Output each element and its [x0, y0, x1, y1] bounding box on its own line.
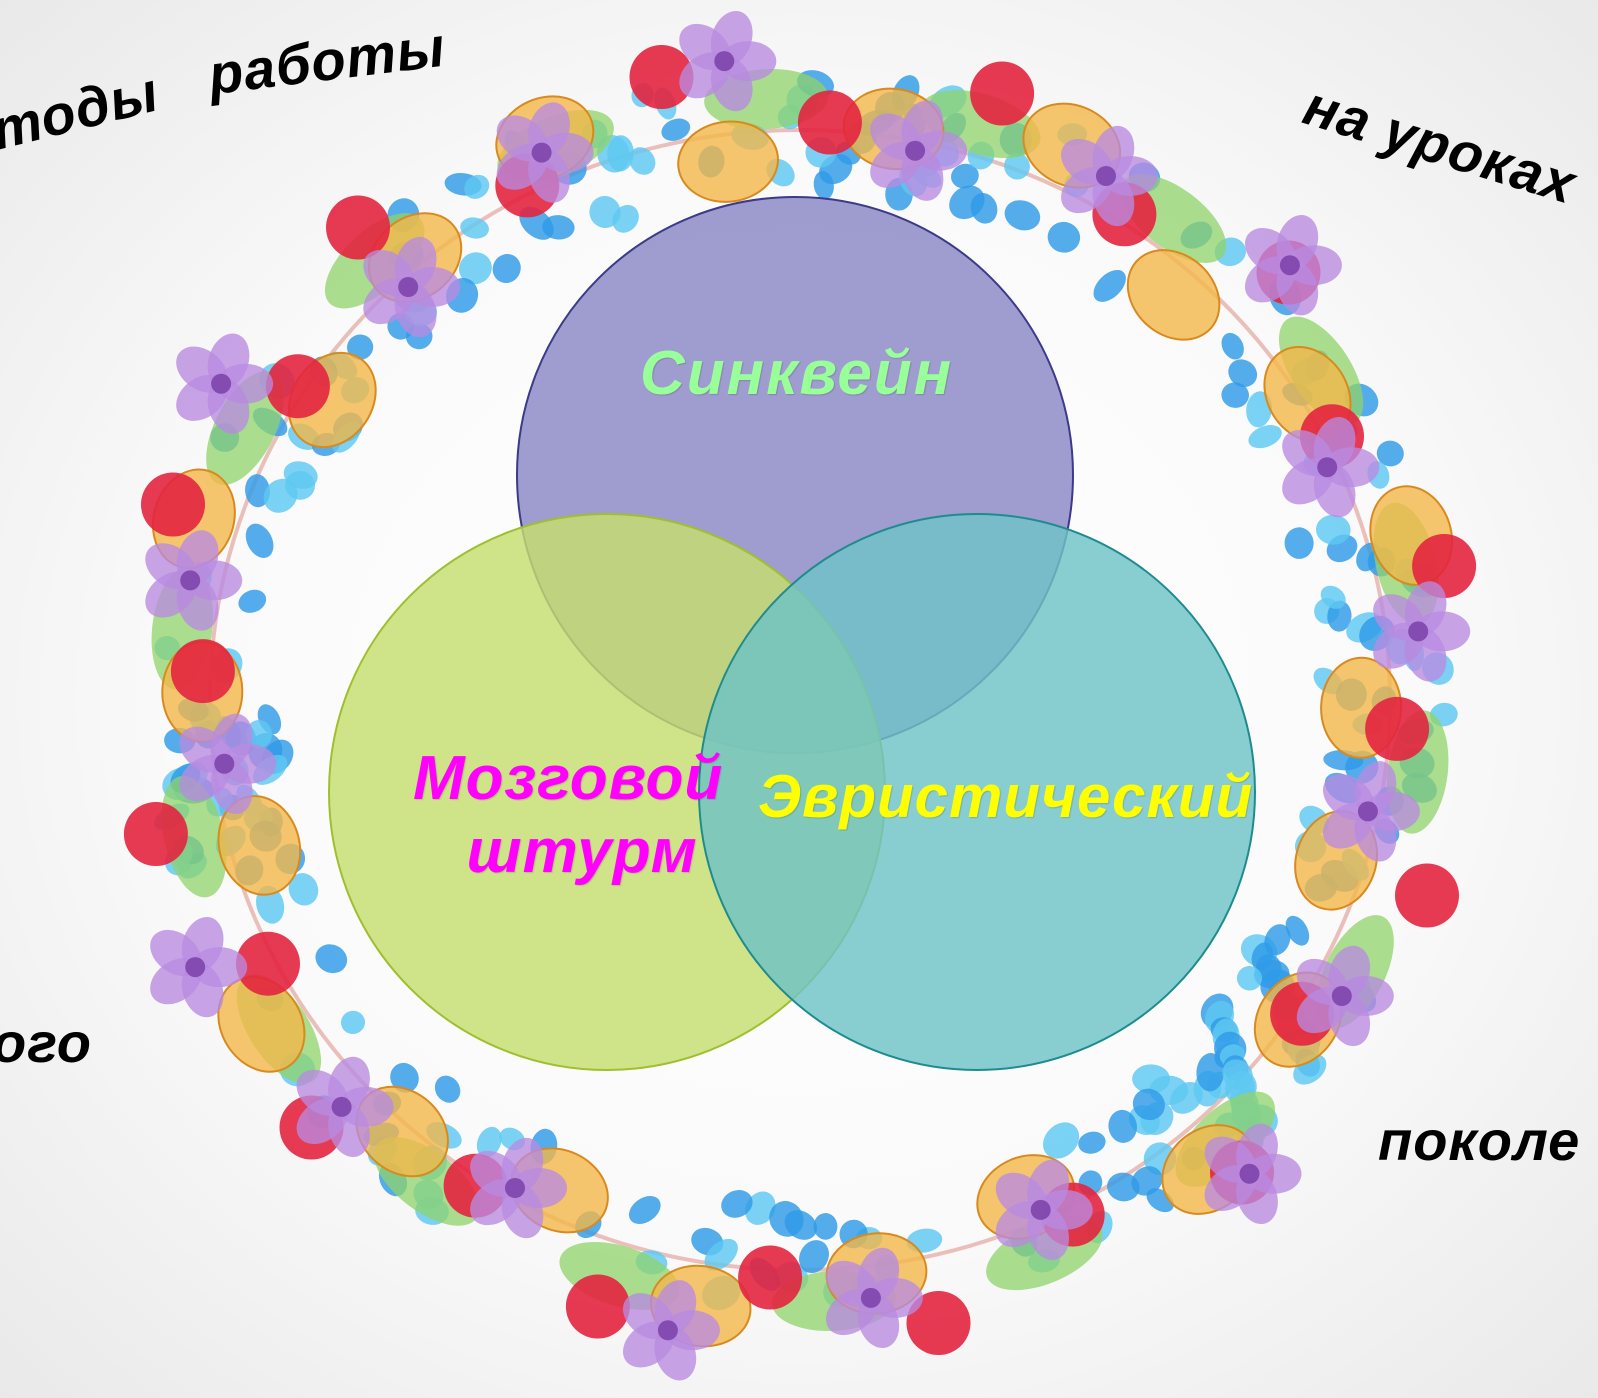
- blue-berry-dot: [542, 215, 575, 240]
- blue-berry-dot: [629, 147, 656, 175]
- blue-berry-dot: [1047, 221, 1081, 253]
- blue-berry-dot: [1078, 1131, 1106, 1154]
- blue-berry-dot: [1228, 359, 1258, 388]
- blue-berry-dot: [1093, 269, 1126, 302]
- red-berry: [906, 1291, 971, 1355]
- flower-center: [714, 51, 735, 72]
- blue-berry-dot: [458, 252, 492, 285]
- venn-label-brainstorm-line2: штурм: [466, 817, 698, 887]
- blue-berry-dot: [285, 471, 316, 500]
- blue-berry-dot: [951, 163, 979, 189]
- flower-center: [214, 753, 235, 774]
- blue-berry-dot: [769, 1201, 804, 1237]
- flower-center: [1030, 1199, 1051, 1220]
- blue-berry-dot: [1004, 200, 1041, 231]
- flower-center: [657, 1320, 678, 1341]
- blue-berry-dot: [315, 944, 348, 974]
- blue-berry-dot: [245, 523, 274, 558]
- green-leaf: [206, 371, 284, 485]
- blue-berry-dot: [813, 1213, 838, 1240]
- blue-berry-dot: [346, 334, 374, 360]
- blue-berry-dot: [464, 174, 490, 199]
- blue-berry-dot: [1285, 915, 1310, 946]
- blue-berry-dot: [721, 1190, 753, 1218]
- blue-berry-dot: [661, 118, 691, 141]
- flower-center: [531, 142, 552, 163]
- blue-berry-dot: [1236, 966, 1263, 991]
- blue-berry-dot: [1107, 1172, 1140, 1202]
- blue-berry-dot: [799, 1240, 829, 1274]
- venn-circle-heuristic: [698, 513, 1256, 1071]
- blue-berry-dot: [1376, 440, 1404, 467]
- blue-berry-dot: [1248, 425, 1282, 449]
- blue-berry-dot: [1320, 585, 1346, 609]
- blue-berry-dot: [1108, 1109, 1137, 1143]
- blue-berry-dot: [1004, 152, 1030, 180]
- flower-center: [505, 1178, 525, 1198]
- venn-label-brainstorm-line1: Мозговой: [413, 744, 724, 813]
- blue-berry-dot: [1132, 1088, 1165, 1121]
- orange-bud: [677, 120, 779, 203]
- blue-berry-dot: [390, 1062, 419, 1093]
- red-berry: [265, 354, 330, 419]
- red-berry: [1395, 863, 1459, 928]
- blue-berry-dot: [1221, 382, 1249, 408]
- blue-berry-dot: [970, 193, 998, 224]
- blue-berry-dot: [612, 204, 639, 233]
- blue-berry-dot: [745, 1191, 776, 1225]
- red-berry: [236, 931, 300, 996]
- blue-berry-dot: [288, 873, 319, 906]
- flower-center: [1408, 621, 1429, 642]
- flower-center: [331, 1096, 352, 1117]
- red-berry: [170, 639, 235, 704]
- blue-berry-dot: [1043, 1122, 1080, 1159]
- blue-berry-dot: [1221, 332, 1244, 360]
- venn-label-heuristic: Эвристический: [758, 763, 1254, 830]
- blue-berry-dot: [245, 719, 273, 749]
- flower-center: [185, 957, 206, 978]
- blue-berry-dot: [434, 1075, 461, 1103]
- flower-center: [1357, 801, 1378, 822]
- flower-center: [180, 570, 201, 591]
- red-berry: [970, 61, 1035, 126]
- red-berry: [141, 472, 205, 537]
- blue-berry-dot: [1315, 514, 1351, 545]
- blue-berry-dot: [492, 253, 521, 284]
- blue-berry-dot: [1284, 527, 1314, 559]
- blue-berry-dot: [238, 589, 267, 613]
- blue-berry-dot: [1264, 924, 1291, 956]
- wreath-decoration-layer: [123, 10, 1477, 1381]
- orange-bud: [1126, 249, 1221, 341]
- venn-label-brainstorm: Мозговой штурм: [413, 742, 723, 888]
- red-berry: [1365, 696, 1430, 761]
- blue-berry-dot: [476, 1126, 502, 1158]
- red-berry: [326, 195, 390, 260]
- flower-center: [211, 373, 232, 394]
- venn-label-sinkvein: Синквейн: [640, 339, 954, 408]
- red-berry: [629, 45, 694, 109]
- blue-berry-dot: [628, 1196, 661, 1224]
- red-berry: [738, 1245, 803, 1310]
- blue-berry-dot: [704, 1238, 738, 1271]
- background-word-ogo: ого: [0, 1011, 92, 1074]
- blue-berry-dot: [460, 217, 489, 239]
- flower-center: [905, 140, 926, 161]
- flower-center: [1317, 457, 1338, 478]
- flower-center: [1096, 166, 1116, 186]
- flower-center: [1331, 986, 1352, 1006]
- flower-center: [398, 277, 419, 297]
- background-word-pokole: поколе: [1378, 1109, 1581, 1172]
- red-berry: [797, 90, 862, 155]
- blue-berry-dot: [340, 1010, 366, 1035]
- flower-center: [1239, 1163, 1260, 1184]
- flower-center: [860, 1287, 881, 1308]
- red-berry: [123, 802, 188, 866]
- flower-center: [1279, 255, 1300, 276]
- blue-berry-dot: [1196, 1053, 1225, 1092]
- green-leaf: [161, 775, 227, 898]
- red-berry: [565, 1274, 630, 1339]
